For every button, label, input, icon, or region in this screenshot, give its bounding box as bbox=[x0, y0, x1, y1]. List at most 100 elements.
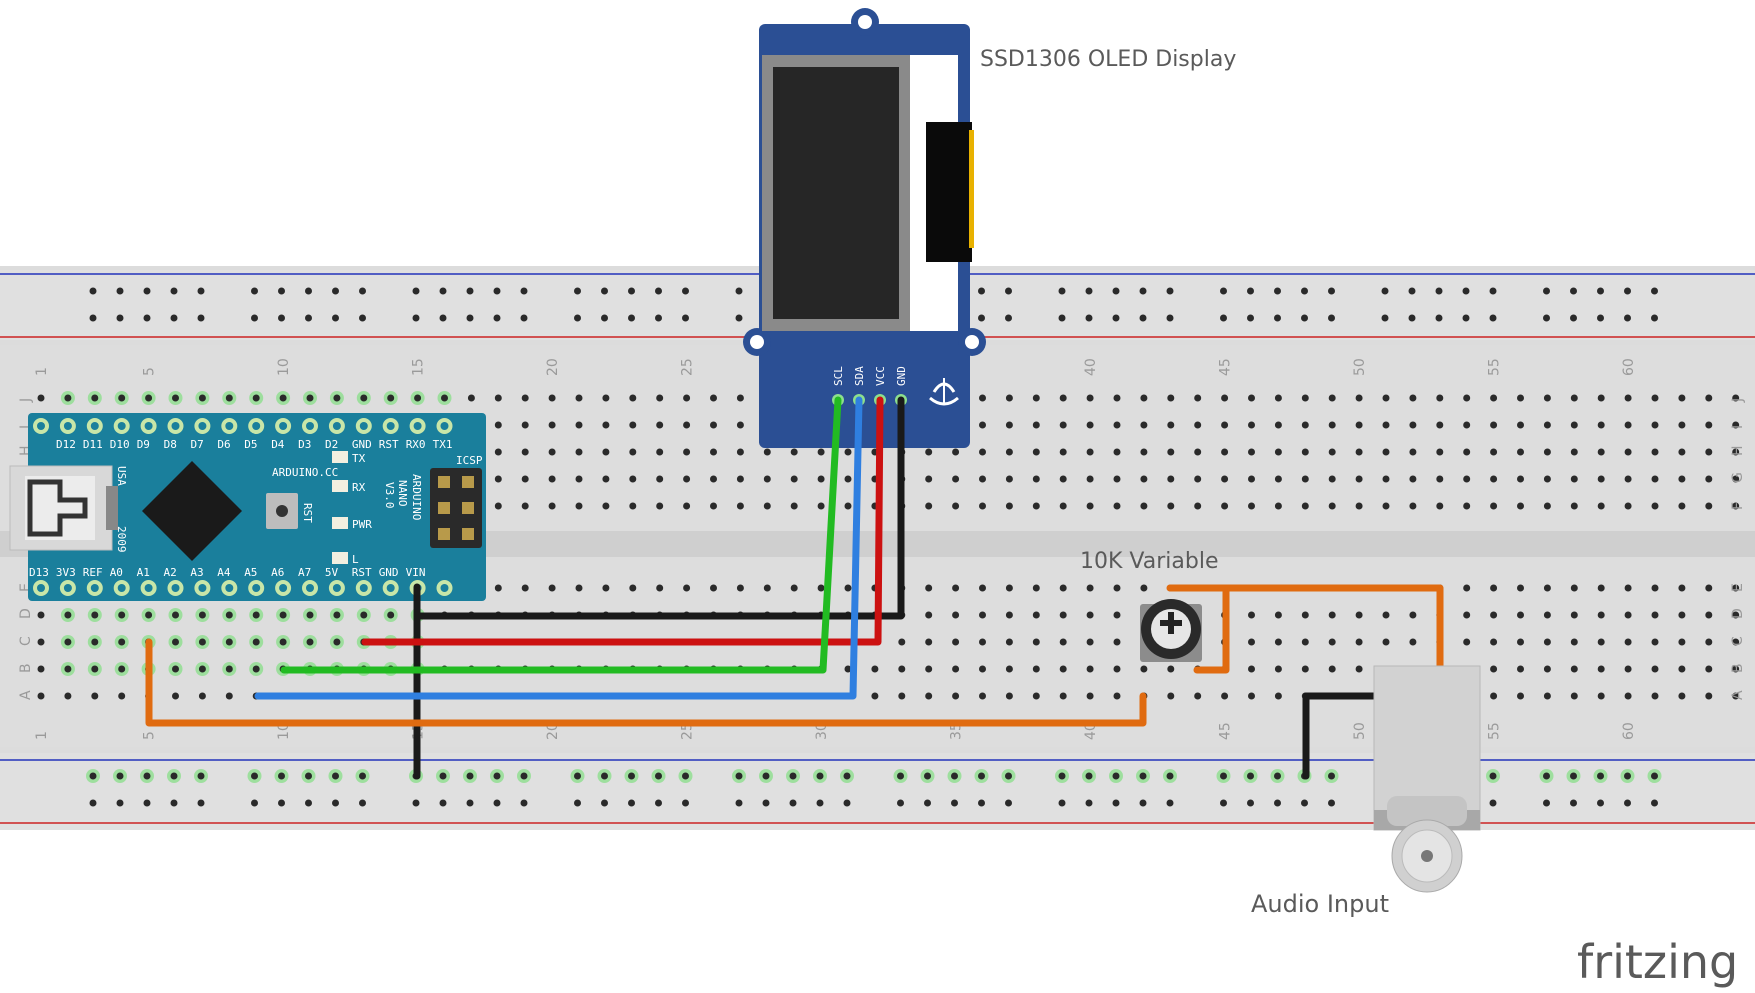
wire-gnd-black[interactable] bbox=[416, 396, 905, 620]
microcontroller-chip-icon bbox=[142, 461, 242, 561]
nano-pin-label: A0 bbox=[110, 566, 123, 579]
nano-usa-label: USA bbox=[115, 466, 128, 486]
row-letter: J bbox=[18, 398, 34, 403]
nano-pin-label: GND bbox=[352, 438, 372, 451]
nano-pin-label: D3 bbox=[298, 438, 311, 451]
row-letter: B bbox=[1730, 663, 1746, 673]
row-letter: H bbox=[18, 445, 34, 456]
wire-a0-orange[interactable] bbox=[145, 638, 1147, 727]
column-number: 15 bbox=[411, 358, 427, 376]
pot-label: 10K Variable bbox=[1080, 549, 1219, 574]
nano-rst-label: RST bbox=[301, 503, 314, 523]
oled-ribbon bbox=[926, 122, 972, 262]
oled-pin-label: SDA bbox=[853, 366, 866, 386]
column-number: 60 bbox=[1621, 358, 1637, 376]
column-number: 20 bbox=[545, 358, 561, 376]
column-number: 45 bbox=[1218, 722, 1234, 740]
column-number: 25 bbox=[680, 358, 696, 376]
row-letter: E bbox=[18, 583, 34, 592]
column-number: 20 bbox=[545, 722, 561, 740]
nano-pin-label: RST bbox=[379, 438, 399, 451]
column-number: 5 bbox=[142, 367, 158, 376]
row-letter: D bbox=[18, 608, 34, 619]
column-number: 30 bbox=[814, 722, 830, 740]
nano-pin-label: D11 bbox=[83, 438, 103, 451]
column-number: 25 bbox=[680, 722, 696, 740]
nano-pin-label: D2 bbox=[325, 438, 338, 451]
wire-vcc-red[interactable] bbox=[361, 396, 884, 646]
nano-pin-label: D12 bbox=[56, 438, 76, 451]
column-number: 10 bbox=[276, 358, 292, 376]
nano-pin-label: D6 bbox=[217, 438, 230, 451]
nano-pin-label: D4 bbox=[271, 438, 285, 451]
row-letter: J bbox=[1730, 398, 1746, 403]
row-letter: E bbox=[1730, 583, 1746, 592]
row-letter: I bbox=[1730, 425, 1746, 429]
nano-pin-label: D9 bbox=[137, 438, 150, 451]
row-letter: C bbox=[1730, 636, 1746, 646]
nano-model-line2: NANO bbox=[396, 480, 409, 507]
nano-pin-label: D8 bbox=[164, 438, 177, 451]
nano-pin-label: RST bbox=[352, 566, 372, 579]
nano-brand-label: ARDUINO.CC bbox=[272, 466, 338, 479]
potentiometer[interactable] bbox=[1140, 599, 1202, 662]
column-number: 60 bbox=[1621, 722, 1637, 740]
oled-label: SSD1306 OLED Display bbox=[980, 47, 1236, 72]
oled-screen bbox=[773, 67, 899, 319]
nano-pin-label: D10 bbox=[110, 438, 130, 451]
column-number: 55 bbox=[1487, 358, 1503, 376]
wire-sda-blue[interactable] bbox=[254, 396, 863, 700]
row-letter: A bbox=[18, 690, 34, 700]
column-number: 50 bbox=[1352, 358, 1368, 376]
oled-pin-label: SCL bbox=[832, 366, 845, 386]
column-number: 55 bbox=[1487, 722, 1503, 740]
svg-text:L: L bbox=[352, 553, 359, 566]
nano-pin-label: A3 bbox=[190, 566, 203, 579]
nano-pin-label: REF bbox=[83, 566, 103, 579]
nano-year-label: 2009 bbox=[115, 526, 128, 553]
nano-pin-label: RX0 bbox=[406, 438, 426, 451]
column-number: 40 bbox=[1083, 358, 1099, 376]
row-letter: H bbox=[1730, 445, 1746, 456]
column-number: 1 bbox=[34, 367, 50, 376]
nano-pcb bbox=[28, 413, 486, 601]
row-letter: I bbox=[18, 425, 34, 429]
nano-pin-label: GND bbox=[379, 566, 399, 579]
nano-pin-label: TX1 bbox=[433, 438, 453, 451]
nano-model-line1: ARDUINO bbox=[410, 474, 423, 520]
svg-text:RX: RX bbox=[352, 481, 366, 494]
wire-pot-orange-wiper[interactable] bbox=[1193, 584, 1230, 674]
nano-pin-label: A1 bbox=[137, 566, 150, 579]
svg-text:TX: TX bbox=[352, 452, 366, 465]
nano-pin-label: A5 bbox=[244, 566, 257, 579]
column-number: 45 bbox=[1218, 358, 1234, 376]
column-number: 10 bbox=[276, 722, 292, 740]
bottom-power-rail bbox=[0, 753, 1755, 830]
nano-leds: TX RX PWR L bbox=[332, 451, 372, 566]
row-letter: A bbox=[1730, 690, 1746, 700]
column-number: 40 bbox=[1083, 722, 1099, 740]
svg-text:PWR: PWR bbox=[352, 518, 372, 531]
audio-label: Audio Input bbox=[1251, 890, 1389, 918]
nano-pin-label: D7 bbox=[191, 438, 204, 451]
wire-pot-orange-top[interactable] bbox=[1166, 584, 1444, 700]
column-number: 1 bbox=[34, 731, 50, 740]
nano-model-line3: V3.0 bbox=[383, 482, 396, 509]
wire-scl-green[interactable] bbox=[280, 396, 842, 674]
fritzing-logo: fritzing bbox=[1577, 935, 1738, 989]
icsp-header bbox=[430, 468, 482, 548]
oled-pin-label: VCC bbox=[874, 366, 887, 386]
row-letter: D bbox=[1730, 608, 1746, 619]
reset-button[interactable] bbox=[266, 493, 298, 529]
nano-pin-label: D13 bbox=[29, 566, 49, 579]
nano-pin-label: A2 bbox=[164, 566, 177, 579]
nano-pin-label: VIN bbox=[406, 566, 426, 579]
row-letter: G bbox=[1730, 472, 1746, 483]
column-number: 35 bbox=[949, 722, 965, 740]
audio-jack[interactable] bbox=[1373, 665, 1481, 893]
row-letter: F bbox=[1730, 502, 1746, 510]
